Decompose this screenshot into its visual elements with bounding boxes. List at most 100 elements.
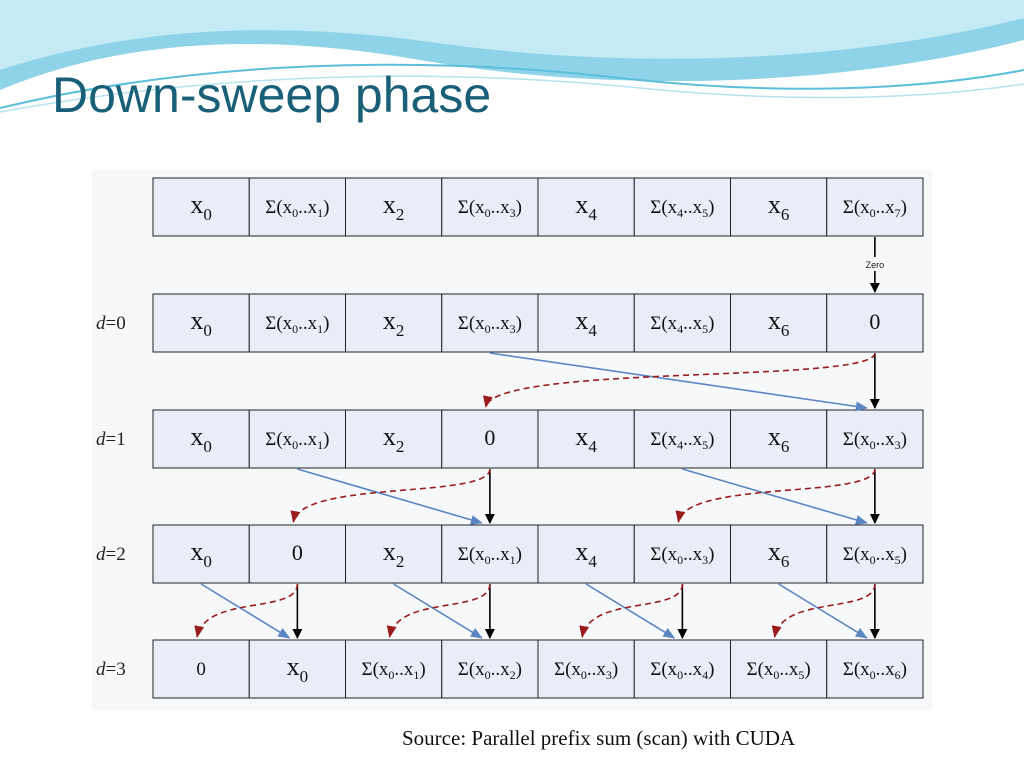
array-cell [248,177,346,237]
array-cell [248,409,346,469]
array-cell [537,409,635,469]
array-cell [633,524,731,584]
cell-value: x6 [768,537,790,571]
array-cell [248,639,346,699]
cell-value: Σ(x4..x5) [650,313,714,336]
add-arrow [585,583,676,639]
cell-value: x4 [575,190,597,224]
array-cell [537,293,635,353]
zero-label: Zero [866,260,885,270]
array-cell [633,639,731,699]
cell-value: x0 [190,422,212,456]
array-cell [441,409,539,469]
array-cell [441,524,539,584]
cell-value: Σ(x0..x4) [650,659,714,682]
cell-value: Σ(x0..x1) [265,429,329,452]
array-cell [441,177,539,237]
source-caption: Source: Parallel prefix sum (scan) with … [402,726,796,750]
array-cell [537,524,635,584]
cell-value: Σ(x0..x3) [458,313,522,336]
array-cell [345,639,443,699]
array-row-0: x0 Σ(x0..x1) x2 Σ(x0..x3) x4 Σ(x4..x5) x6 Σ(x0.… [152,177,924,237]
cell-value: x0 [190,306,212,340]
array-cell [152,639,250,699]
add-arrow [682,468,868,525]
array-cell [152,524,250,584]
array-cell [248,293,346,353]
array-cell [730,639,828,699]
cell-value: Σ(x0..x1) [458,544,522,567]
cell-value: x0 [287,652,309,686]
add-arrow [297,468,483,525]
array-cell [248,524,346,584]
cell-value: x4 [575,306,597,340]
copy-arrow [579,583,684,638]
header-wave-decoration [0,0,1024,113]
copy-arrow [290,468,491,523]
cell-value: Σ(x4..x5) [650,429,714,452]
add-arrow [200,583,291,639]
cell-value: x4 [575,422,597,456]
cell-value: Σ(x0..x6) [843,659,907,682]
copy-arrow [483,352,876,408]
add-arrow [393,583,483,639]
copy-arrow [386,583,491,638]
slide-title: Down-sweep phase [52,67,492,123]
array-cell [826,524,924,584]
array-cell [441,639,539,699]
array-cell [152,293,250,353]
cell-value: x6 [768,422,790,456]
copy-arrow [771,583,876,638]
array-cell [730,177,828,237]
array-cell [537,639,635,699]
array-cell [345,524,443,584]
cell-value: 0 [292,540,303,565]
add-arrow [489,352,868,412]
cell-value: x6 [768,190,790,224]
array-cell [345,409,443,469]
array-cell [730,409,828,469]
array-cell [152,409,250,469]
cell-value: x0 [190,537,212,571]
cell-value: Σ(x0..x1) [265,197,329,220]
cell-value: 0 [196,659,206,680]
array-cell [345,293,443,353]
row-label: d=2 [96,544,126,565]
cell-value: Σ(x0..x1) [362,659,426,682]
array-cell [152,177,250,237]
cell-value: 0 [869,309,880,334]
cell-value: x2 [383,537,405,571]
row-label: d=0 [96,313,126,334]
cell-value: Σ(x4..x5) [650,197,714,220]
cell-value: x2 [383,190,405,224]
cell-value: Σ(x0..x3) [843,429,907,452]
cell-value: x6 [768,306,790,340]
copy-arrow [194,583,299,638]
array-cell [730,524,828,584]
row-label: d=1 [96,429,126,450]
cell-value: Σ(x0..x3) [458,197,522,220]
zero-label-bg [857,257,892,271]
add-arrow [778,583,868,639]
copy-arrow [675,468,876,523]
array-cell [633,409,731,469]
cell-value: Σ(x0..x2) [458,659,522,682]
cell-value: x0 [190,190,212,224]
array-cell [826,177,924,237]
cell-value: Σ(x0..x3) [650,544,714,567]
array-cell [826,293,924,353]
array-cell [826,639,924,699]
array-row-2: d=1 x0 Σ(x0..x1) x2 0 x4 Σ(x4..x5) x6 Σ(x0..x3) [96,409,924,469]
cell-value: 0 [484,425,495,450]
cell-value: x4 [575,537,597,571]
cell-value: Σ(x0..x5) [747,659,811,682]
cell-value: Σ(x0..x7) [843,197,907,220]
array-cell [345,177,443,237]
cell-value: Σ(x0..x3) [554,659,618,682]
cell-value: Σ(x0..x1) [265,313,329,336]
cell-value: x2 [383,422,405,456]
